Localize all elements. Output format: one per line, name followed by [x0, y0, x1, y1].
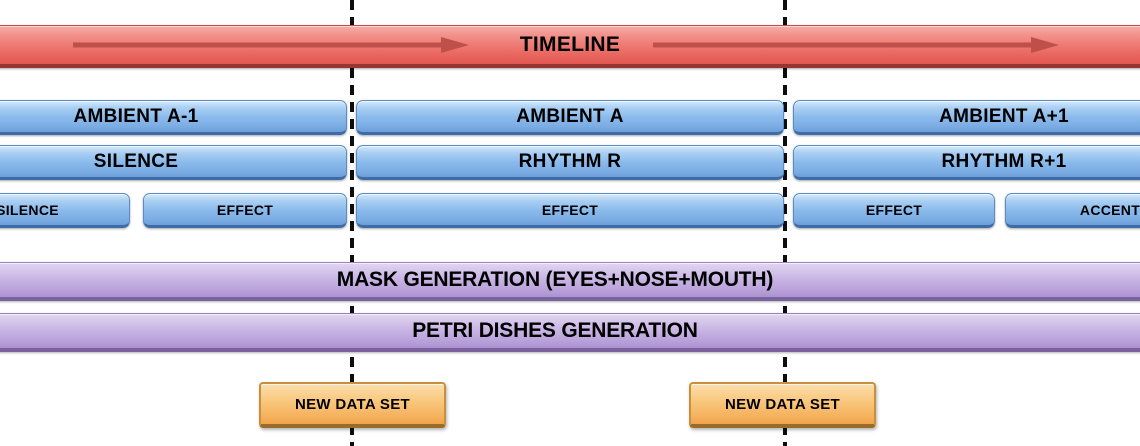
timeline-bar: TIMELINE: [0, 25, 1140, 68]
ambient-prev-segment: AMBIENT A-1: [0, 100, 347, 135]
segment-label: EFFECT: [865, 201, 923, 218]
accent-segment: ACCENT: [1005, 193, 1140, 228]
generation-bar-label: PETRI DISHES GENERATION: [412, 319, 698, 342]
rhythm-current-segment: RHYTHM R: [356, 145, 784, 180]
marker-label: NEW DATA SET: [295, 395, 410, 413]
mask-generation-bar: MASK GENERATION (EYES+NOSE+MOUTH): [0, 262, 1140, 301]
new-data-set-marker-2: NEW DATA SET: [689, 382, 876, 428]
segment-label: EFFECT: [216, 201, 274, 218]
segment-label: AMBIENT A+1: [939, 105, 1069, 127]
petri-dishes-generation-bar: PETRI DISHES GENERATION: [0, 313, 1140, 352]
new-data-set-marker-1: NEW DATA SET: [259, 382, 446, 428]
ambient-current-segment: AMBIENT A: [356, 100, 784, 135]
segment-label: AMBIENT A: [516, 105, 624, 127]
generation-bar-label: MASK GENERATION (EYES+NOSE+MOUTH): [336, 268, 774, 291]
effect-segment-2: EFFECT: [356, 193, 784, 228]
rhythm-silence-segment: SILENCE: [0, 145, 347, 180]
timeline-label: TIMELINE: [519, 33, 621, 56]
segment-label: EFFECT: [541, 201, 599, 218]
segment-boundary-line-2: [783, 0, 787, 446]
rhythm-next-segment: RHYTHM R+1: [793, 145, 1140, 180]
segment-boundary-line-1: [350, 0, 354, 446]
segment-label: RHYTHM R: [518, 150, 622, 172]
effect-segment-3: EFFECT: [793, 193, 995, 228]
timeline-left-arrow-icon: [73, 37, 469, 53]
timeline-right-arrow-icon: [653, 37, 1059, 53]
segment-label: SILENCE: [93, 150, 179, 172]
effect-segment-1: EFFECT: [143, 193, 347, 228]
ambient-next-segment: AMBIENT A+1: [793, 100, 1140, 135]
segment-label: RHYTHM R+1: [941, 150, 1067, 172]
segment-label: AMBIENT A-1: [73, 105, 199, 127]
segment-label: ACCENT: [1079, 201, 1140, 218]
marker-label: NEW DATA SET: [725, 395, 840, 413]
effect-silence-segment: SILENCE: [0, 193, 130, 228]
segment-label: SILENCE: [0, 201, 59, 218]
